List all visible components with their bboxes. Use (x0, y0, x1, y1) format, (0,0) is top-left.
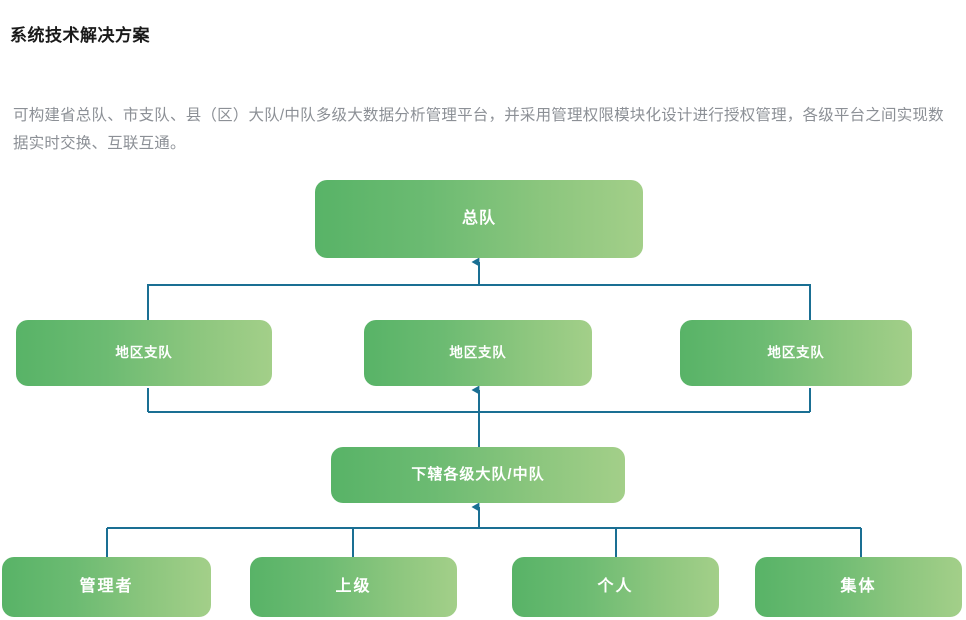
node-regional-detachment-1-label: 地区支队 (115, 344, 173, 360)
node-headquarters[interactable]: 总队 (315, 180, 643, 258)
node-role-collective[interactable]: 集体 (755, 557, 962, 617)
node-headquarters-label: 总队 (461, 210, 496, 228)
node-role-individual-label: 个人 (597, 578, 634, 596)
node-subordinate-units-label: 下辖各级大队/中队 (411, 466, 545, 483)
node-role-manager[interactable]: 管理者 (2, 557, 211, 617)
node-regional-detachment-1[interactable]: 地区支队 (16, 320, 272, 386)
edge-branches-bus (147, 284, 811, 320)
intro-paragraph: 可构建省总队、市支队、县（区）大队/中队多级大数据分析管理平台，并采用管理权限模… (13, 106, 944, 152)
node-role-individual[interactable]: 个人 (512, 557, 719, 617)
node-role-superior[interactable]: 上级 (250, 557, 457, 617)
node-role-collective-label: 集体 (840, 578, 877, 596)
node-regional-detachment-2[interactable]: 地区支队 (364, 320, 592, 386)
node-regional-detachment-3[interactable]: 地区支队 (680, 320, 912, 386)
node-subordinate-units[interactable]: 下辖各级大队/中队 (331, 447, 625, 503)
node-regional-detachment-2-label: 地区支队 (449, 344, 507, 360)
node-role-superior-label: 上级 (335, 578, 372, 596)
node-regional-detachment-3-label: 地区支队 (767, 344, 825, 360)
page-title: 系统技术解决方案 (10, 26, 150, 46)
node-role-manager-label: 管理者 (79, 578, 134, 596)
